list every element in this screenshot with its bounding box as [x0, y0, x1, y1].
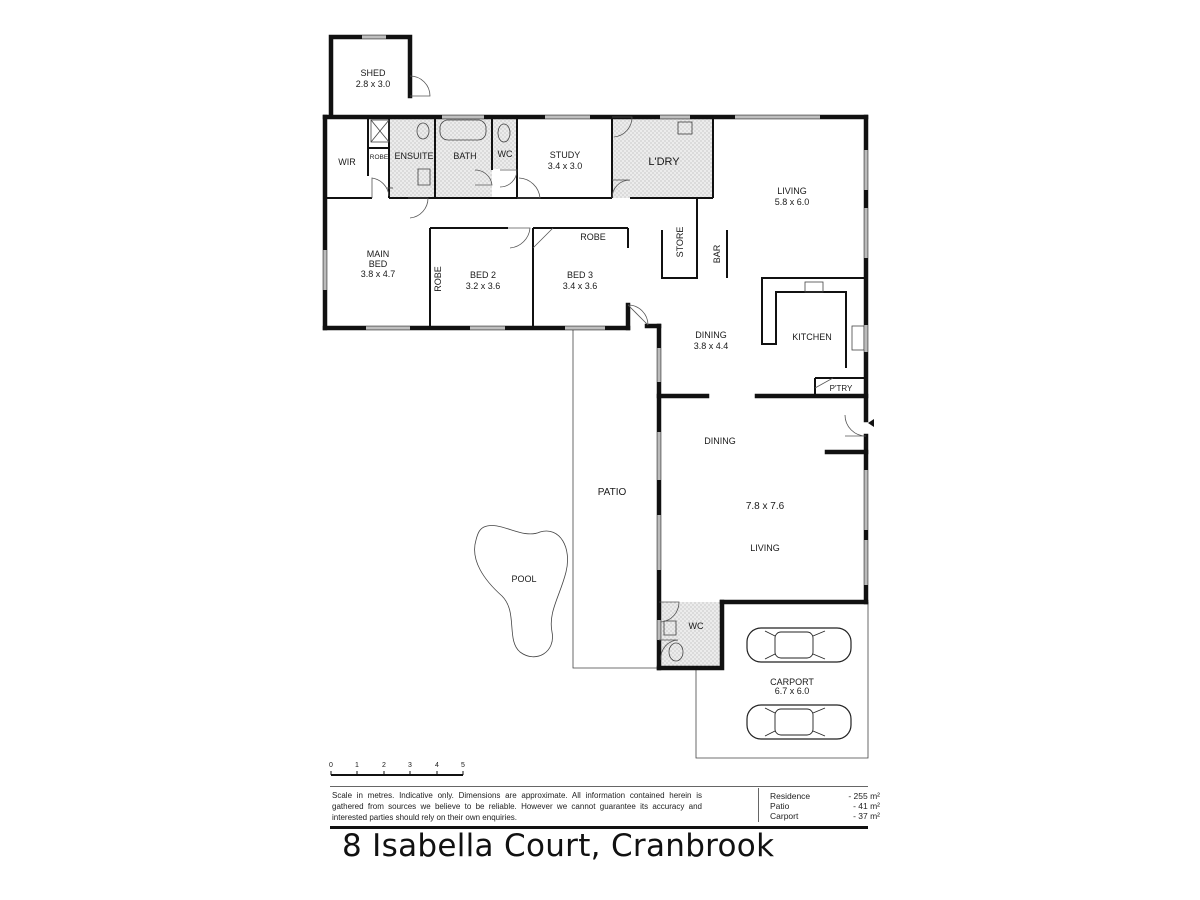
bathtub [439, 119, 487, 141]
scale-tick-label: 3 [408, 762, 412, 769]
room-bar-name: BAR [712, 244, 722, 263]
room-store-name: STORE [675, 227, 685, 258]
scale-tick-label: 4 [435, 762, 439, 769]
area-label: Residence [770, 791, 811, 801]
room-wc-bottom-name: WC [689, 621, 704, 631]
room-kitchen-name: KITCHEN [792, 332, 832, 342]
room-bed2-dims: 3.2 x 3.6 [466, 281, 501, 291]
pool-outline [474, 525, 568, 658]
room-bed2-robe-name: ROBE [433, 266, 443, 292]
room-shed-name: SHED [360, 68, 386, 78]
room-bed2-name: BED 2 [470, 270, 496, 280]
carport-outline [695, 602, 869, 759]
carport-dims: 6.7 x 6.0 [775, 686, 810, 696]
patio-name: PATIO [598, 487, 627, 498]
room-dining-top-dims: 3.8 x 4.4 [694, 341, 729, 351]
windows [323, 35, 868, 640]
scale-tick-label: 1 [355, 762, 359, 769]
scale-tick-label: 0 [329, 762, 333, 769]
car-bottom-icon [746, 704, 852, 740]
room-dining-top-name: DINING [695, 330, 727, 340]
room-pantry-name: P'TRY [830, 384, 853, 393]
room-living-top-name: LIVING [777, 186, 807, 196]
area-label: Patio [770, 801, 790, 811]
room-ensuite-name: ENSUITE [394, 151, 433, 161]
area-value: - 37 m² [853, 811, 880, 821]
room-labels: SHED 2.8 x 3.0 WIR ROBE ENSUITE BATH WC … [338, 68, 853, 696]
area-value: - 255 m² [848, 791, 880, 801]
room-living-top-dims: 5.8 x 6.0 [775, 197, 810, 207]
area-row: Patio - 41 m² [770, 801, 880, 811]
footer-top-rule [330, 786, 868, 787]
room-main-bed-name2: BED [369, 259, 388, 269]
footer-bottom-rule [330, 826, 868, 829]
room-ensuite-robe-name: ROBE [370, 154, 389, 161]
room-dining-bottom-name: DINING [704, 436, 736, 446]
area-row: Residence - 255 m² [770, 791, 880, 801]
room-shed-dims: 2.8 x 3.0 [356, 79, 391, 89]
room-bath-name: BATH [453, 151, 476, 161]
room-bed3-robe-name: ROBE [580, 232, 606, 242]
area-row: Carport - 37 m² [770, 811, 880, 821]
room-bed3-name: BED 3 [567, 270, 593, 280]
room-wc-top-name: WC [498, 149, 513, 159]
pool-name: POOL [511, 574, 536, 584]
patio-outline [572, 326, 659, 669]
fixtures [370, 119, 865, 662]
scale-tick-label: 5 [461, 762, 465, 769]
carport-name: CARPORT [770, 677, 814, 687]
property-address: 8 Isabella Court, Cranbrook [342, 828, 775, 864]
area-summary: Residence - 255 m² Patio - 41 m² Carport… [770, 791, 880, 821]
room-wir-name: WIR [338, 157, 356, 167]
area-value: - 41 m² [853, 801, 880, 811]
door-swings [371, 75, 867, 661]
scale-bar: 0 1 2 3 4 5 [329, 762, 465, 776]
tiled-floors [389, 119, 722, 666]
disclaimer-text: Scale in metres. Indicative only. Dimens… [332, 791, 702, 822]
room-study-dims: 3.4 x 3.0 [548, 161, 583, 171]
car-top-icon [746, 627, 852, 663]
room-laundry-name: L'DRY [648, 156, 680, 168]
room-living-bottom-name: LIVING [750, 543, 780, 553]
scale-tick-label: 2 [382, 762, 386, 769]
room-family-dims: 7.8 x 7.6 [746, 501, 785, 512]
room-study-name: STUDY [550, 150, 581, 160]
shower [370, 119, 390, 143]
footer-separator [758, 788, 759, 822]
room-bed3-dims: 3.4 x 3.6 [563, 281, 598, 291]
area-label: Carport [770, 811, 799, 821]
room-main-bed-dims: 3.8 x 4.7 [361, 269, 396, 279]
entry-arrow-icon [868, 419, 884, 427]
room-main-bed-name: MAIN [367, 249, 390, 259]
